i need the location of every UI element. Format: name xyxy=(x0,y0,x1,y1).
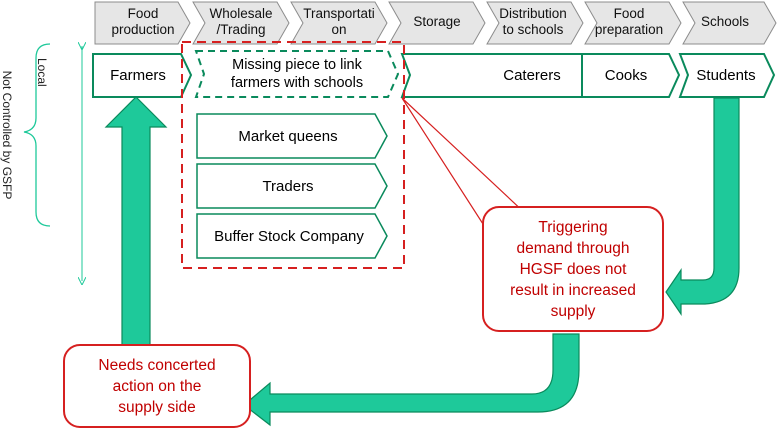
demand-callout-box xyxy=(482,206,664,332)
stage-chevron-food-preparation xyxy=(584,1,682,45)
stage-label-distribution: Distribution to schools xyxy=(499,6,567,37)
farmers-chevron xyxy=(92,53,193,98)
buffer-stock-label: Buffer Stock Company xyxy=(214,227,364,245)
missing-piece-label: Missing piece to link farmers with schoo… xyxy=(230,57,364,91)
stage-chevron-distribution xyxy=(486,1,584,45)
traders-chevron xyxy=(196,163,388,209)
stage-chevron-schools xyxy=(682,1,777,45)
stage-chevron-storage xyxy=(388,1,486,45)
stage-label-wholesale: Wholesale /Trading xyxy=(209,6,273,37)
stage-label-food-preparation: Food preparation xyxy=(594,6,664,37)
stage-chevron-wholesale xyxy=(192,1,290,45)
farmers-up-arrow xyxy=(104,96,168,357)
missing-piece-chevron xyxy=(194,50,400,98)
stage-chevron-food-production xyxy=(94,1,191,45)
stage-chevron-transportation xyxy=(290,1,388,45)
caterers-label: Caterers xyxy=(503,67,561,84)
local-label: Local xyxy=(35,58,49,87)
students-chevron xyxy=(678,53,776,98)
stage-label-storage: Storage xyxy=(413,14,461,29)
supply-callout-text: Needs concerted action on the supply sid… xyxy=(98,356,216,416)
not-controlled-label: Not Controlled by GSFP xyxy=(0,70,14,200)
demand-callout-text: Triggering demand through HGSF does not … xyxy=(510,218,636,320)
caterers-cooks-chevron xyxy=(400,53,681,98)
stage-label-food-production: Food production xyxy=(111,6,175,37)
traders-label: Traders xyxy=(262,177,314,195)
students-label: Students xyxy=(696,67,756,84)
supply-return-arrow xyxy=(243,333,580,427)
stage-label-transportation: Transportati on xyxy=(303,6,375,37)
market-queens-chevron xyxy=(196,113,388,159)
demand-callout-pointer-mask xyxy=(491,214,524,238)
gsfp-brace xyxy=(23,43,51,227)
missing-link-highlight xyxy=(181,41,405,269)
stage-header-row xyxy=(94,1,777,45)
supply-callout-box xyxy=(63,344,251,428)
buffer-stock-chevron xyxy=(196,213,388,259)
flow-arrows xyxy=(104,96,740,427)
market-queens-label: Market queens xyxy=(238,127,338,145)
farmers-label: Farmers xyxy=(110,67,166,84)
stage-label-schools: Schools xyxy=(700,14,750,29)
cooks-label: Cooks xyxy=(604,67,648,84)
students-down-arrow xyxy=(665,97,740,316)
